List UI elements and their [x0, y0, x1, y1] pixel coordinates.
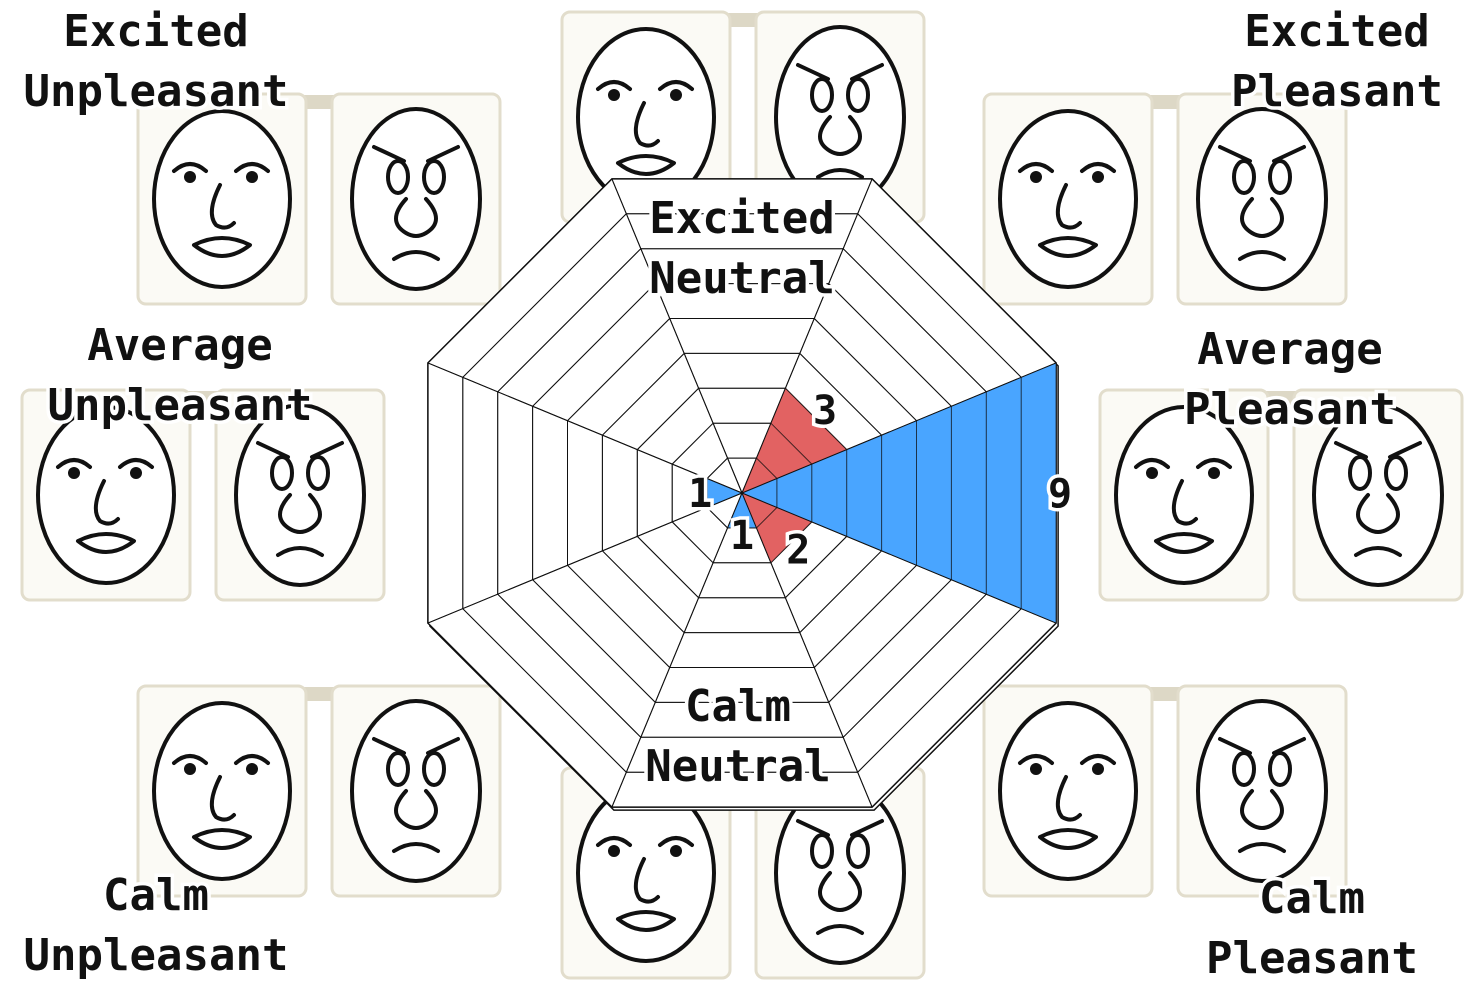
face-pair-average-pleasant-icon — [1098, 388, 1464, 602]
value-label: 3 — [813, 388, 837, 434]
radar-sector-excited-pleasant — [742, 388, 847, 493]
label-line: Calm — [103, 870, 209, 921]
label-line: Excited — [649, 193, 834, 244]
label-line: Pleasant — [1184, 384, 1396, 435]
face-icon — [576, 783, 716, 963]
label-line: Neutral — [645, 741, 830, 792]
face-icon — [998, 109, 1138, 289]
label-line: Average — [1197, 324, 1382, 375]
label-excited-neutral: Excited Neutral — [646, 190, 838, 308]
face-pair-calm-neutral-icon — [560, 766, 926, 980]
face-icon — [36, 405, 176, 585]
face-icon — [1196, 107, 1328, 291]
value-label: 2 — [786, 527, 810, 573]
label-line: Unpleasant — [24, 66, 289, 117]
label-line: Calm — [1259, 873, 1365, 924]
label-line: Excited — [1244, 6, 1429, 57]
radar-sector-calm-pleasant — [742, 493, 812, 563]
face-pair-excited-unpleasant-icon — [136, 92, 502, 306]
label-line: Pleasant — [1231, 66, 1443, 117]
radar-sector-average-pleasant — [742, 362, 1057, 624]
face-icon — [152, 109, 292, 289]
face-pair-calm-unpleasant-icon — [136, 684, 502, 898]
value-label: 1 — [730, 513, 754, 559]
value-label: 1 — [688, 471, 712, 517]
radar-spoke-overlay — [427, 362, 743, 494]
label-line: Calm — [685, 681, 791, 732]
radar-sector-average-unpleasant — [707, 478, 742, 508]
label-line: Unpleasant — [24, 930, 289, 981]
face-pair-excited-pleasant-icon — [982, 92, 1348, 306]
label-excited-unpleasant: Excited Unpleasant — [20, 3, 292, 121]
label-line: Pleasant — [1206, 933, 1418, 984]
face-icon — [350, 699, 482, 883]
label-average-pleasant: Average Pleasant — [1181, 321, 1400, 439]
face-icon — [152, 701, 292, 881]
label-line: Unpleasant — [48, 380, 313, 431]
radar-chart: 3 2 9 11 — [427, 178, 1076, 811]
label-calm-pleasant: Calm Pleasant — [1203, 870, 1422, 988]
label-average-unpleasant: Average Unpleasant — [44, 317, 316, 435]
face-icon — [234, 403, 366, 587]
radar-spoke-overlay — [741, 492, 1057, 624]
radar-spoke-overlay — [741, 178, 873, 494]
label-calm-unpleasant: Calm Unpleasant — [20, 867, 292, 985]
face-pair-calm-pleasant-icon — [982, 684, 1348, 898]
label-excited-pleasant: Excited Pleasant — [1228, 3, 1447, 121]
radar-spoke-overlay — [741, 362, 1057, 494]
radar-sector-calm-neutral — [727, 493, 757, 528]
radar-spoke-overlay — [611, 492, 743, 808]
label-line: Average — [87, 320, 272, 371]
label-line: Neutral — [649, 253, 834, 304]
label-line: Excited — [63, 6, 248, 57]
label-calm-neutral: Calm Neutral — [642, 678, 834, 796]
value-label: 9 — [1048, 471, 1072, 517]
face-pair-average-unpleasant-icon — [20, 388, 386, 602]
radar-spoke-overlay — [741, 492, 873, 808]
face-icon — [998, 701, 1138, 881]
radar-spoke-overlay — [611, 178, 743, 494]
radar-spoke-overlay — [427, 492, 743, 624]
face-icon — [350, 107, 482, 291]
face-icon — [1196, 699, 1328, 883]
